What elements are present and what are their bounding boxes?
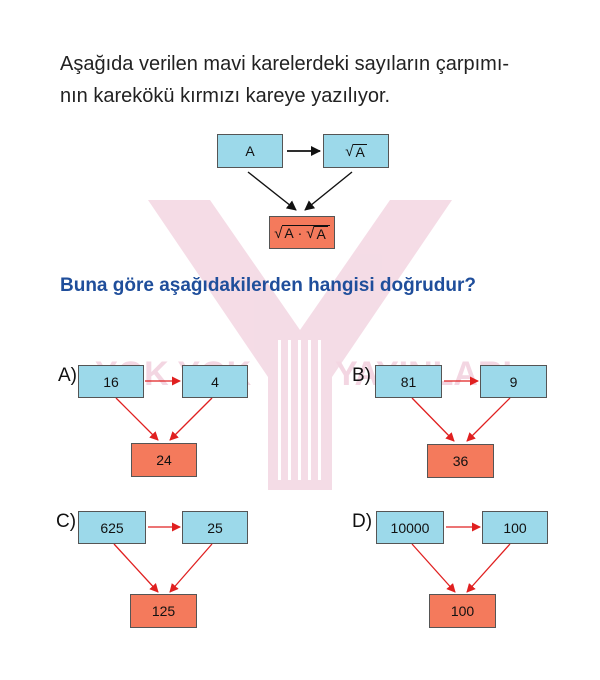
example-result-radicand-1: A xyxy=(284,224,294,241)
option-d-right-box: 100 xyxy=(482,511,548,544)
option-c-result-value: 125 xyxy=(151,603,176,619)
option-a-arrow-left-down xyxy=(115,397,159,441)
option-c-left-box: 625 xyxy=(78,511,146,544)
option-d-result-box: 100 xyxy=(429,594,496,628)
option-d-right-value: 100 xyxy=(503,519,527,536)
example-left-value: A xyxy=(245,143,255,159)
option-a-result-box: 24 xyxy=(131,443,197,477)
option-c-result-box: 125 xyxy=(130,594,197,628)
option-a-right-value: 4 xyxy=(211,373,219,390)
option-c-right-box: 25 xyxy=(182,511,248,544)
option-b-result-box: 36 xyxy=(427,444,494,478)
option-c-left-value: 625 xyxy=(100,519,124,536)
option-d-left-value: 10000 xyxy=(390,519,430,536)
option-d-left-box: 10000 xyxy=(376,511,444,544)
question-text: Buna göre aşağıdakilerden hangisi doğrud… xyxy=(60,275,476,296)
option-a-result-value: 24 xyxy=(156,452,172,468)
example-result-radicand-2: A xyxy=(314,225,328,242)
example-result-inner-sqrt: √A xyxy=(306,224,328,242)
option-c-label[interactable]: C) xyxy=(56,511,77,532)
option-b-left-box: 81 xyxy=(375,365,442,398)
example-result-radicand: A · √A xyxy=(282,224,330,242)
option-a-label[interactable]: A) xyxy=(58,365,77,386)
stem-line-2: nın karekökü kırmızı kareye yazılıyor. xyxy=(60,85,391,107)
sqrt-sign-icon: √ xyxy=(306,224,315,242)
example-right-sqrt: √A xyxy=(345,142,367,160)
option-b-right-value: 9 xyxy=(509,373,518,390)
option-d-arrow-right-down xyxy=(466,543,511,593)
option-a-right-box: 4 xyxy=(182,365,248,398)
option-b-right-box: 9 xyxy=(480,365,547,398)
option-c-right-value: 25 xyxy=(207,519,223,536)
example-right-radicand: A xyxy=(353,143,367,160)
example-result-dot: · xyxy=(297,224,303,241)
stem-line-1: Aşağıda verilen mavi karelerdeki sayılar… xyxy=(60,53,510,75)
sqrt-sign-icon: √ xyxy=(274,224,283,242)
option-a-arrow-right-down xyxy=(169,397,213,441)
option-c-arrow-left-down xyxy=(113,543,159,593)
option-b-arrow-right-down xyxy=(466,397,511,442)
sqrt-sign-icon: √ xyxy=(345,142,354,160)
example-result-box: √A · √A xyxy=(269,216,335,249)
example-left-box: A xyxy=(217,134,283,168)
option-d-result-value: 100 xyxy=(450,603,475,619)
example-result-sqrt: √A · √A xyxy=(274,224,330,242)
example-right-box: √A xyxy=(323,134,389,168)
example-arrow-left-down xyxy=(247,171,297,211)
option-b-result-value: 36 xyxy=(452,453,469,469)
example-arrow-right-down xyxy=(304,171,353,211)
option-c-arrow-right-down xyxy=(169,543,213,593)
option-d-arrow-left-down xyxy=(411,543,456,593)
option-a-left-box: 16 xyxy=(78,365,144,398)
option-b-label[interactable]: B) xyxy=(352,365,371,386)
option-b-arrow-left-down xyxy=(411,397,455,442)
option-a-left-value: 16 xyxy=(103,373,119,390)
option-b-left-value: 81 xyxy=(400,373,417,390)
option-d-label[interactable]: D) xyxy=(352,511,373,532)
